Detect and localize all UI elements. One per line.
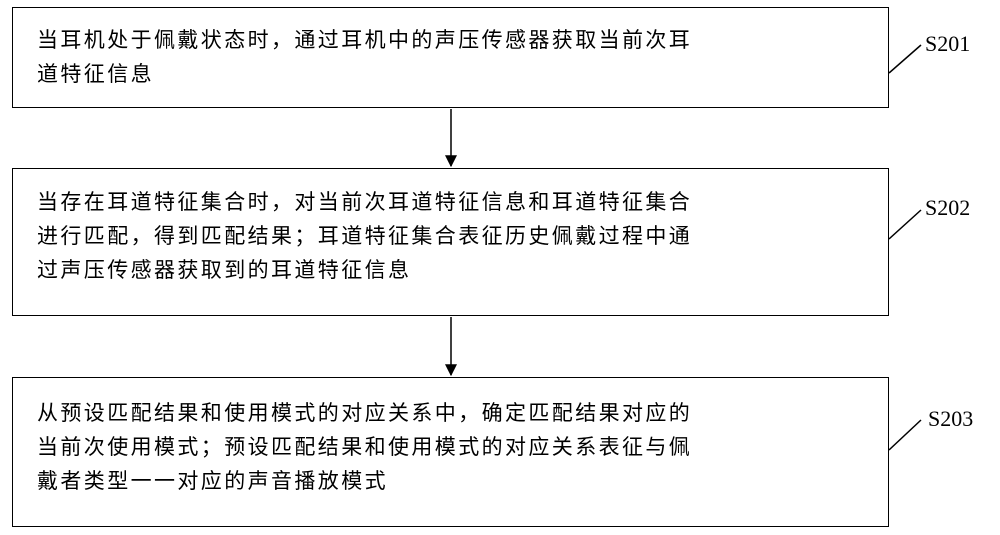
step-text-s201: 当耳机处于佩戴状态时，通过耳机中的声压传感器获取当前次耳 道特征信息 (37, 23, 874, 91)
step-box-s201: 当耳机处于佩戴状态时，通过耳机中的声压传感器获取当前次耳 道特征信息 (12, 7, 889, 108)
step-box-s203: 从预设匹配结果和使用模式的对应关系中，确定匹配结果对应的 当前次使用模式；预设匹… (12, 377, 889, 527)
step-label-s203: S203 (928, 407, 973, 431)
step-label-s202: S202 (925, 196, 970, 220)
leader-line-s203 (889, 420, 921, 450)
step-box-s202: 当存在耳道特征集合时，对当前次耳道特征信息和耳道特征集合 进行匹配，得到匹配结果… (12, 168, 889, 316)
leader-line-s202 (889, 210, 921, 239)
step-label-s201: S201 (925, 32, 970, 56)
step-text-s202: 当存在耳道特征集合时，对当前次耳道特征信息和耳道特征集合 进行匹配，得到匹配结果… (37, 185, 874, 287)
leader-line-s201 (889, 45, 921, 73)
step-text-s203: 从预设匹配结果和使用模式的对应关系中，确定匹配结果对应的 当前次使用模式；预设匹… (37, 396, 874, 498)
